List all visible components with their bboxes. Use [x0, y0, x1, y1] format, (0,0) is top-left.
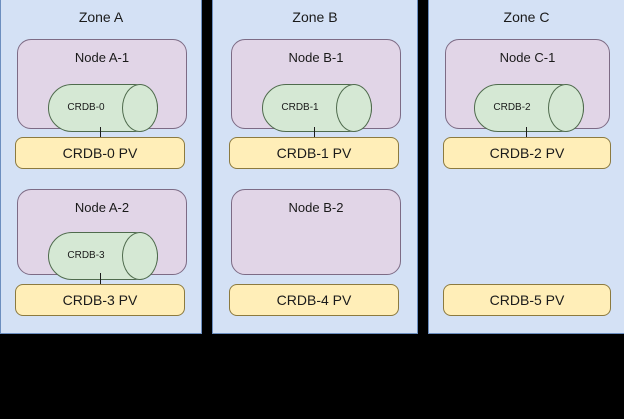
node-c-1-title: Node C-1 [499, 50, 556, 65]
node-b-2[interactable]: Node B-2 [231, 189, 401, 275]
node-a-2-title: Node A-2 [74, 200, 130, 215]
pv-crdb-0[interactable]: CRDB-0 PV [15, 137, 185, 169]
cylinder-cap-icon [548, 84, 584, 132]
pv-crdb-1[interactable]: CRDB-1 PV [229, 137, 399, 169]
connector-crdb-2 [526, 127, 527, 139]
node-a-1-title: Node A-1 [74, 50, 130, 65]
pv-crdb-2-label: CRDB-2 PV [489, 145, 565, 161]
node-c-1[interactable]: Node C-1 CRDB-2 [445, 39, 610, 132]
connector-crdb-3 [100, 273, 101, 285]
node-b-2-title: Node B-2 [288, 200, 344, 215]
zone-a: Zone A Node A-1 CRDB-0 CRDB-0 PV Node A-… [0, 0, 202, 334]
cylinder-cap-icon [122, 232, 158, 280]
pod-crdb-2[interactable]: CRDB-2 [474, 84, 584, 132]
zone-a-title: Zone A [78, 9, 124, 25]
zone-b: Zone B Node B-1 CRDB-1 CRDB-1 PV Node B-… [212, 0, 418, 334]
pod-crdb-2-label: CRDB-2 [493, 102, 531, 113]
zone-c-title: Zone C [503, 9, 550, 25]
pod-crdb-1[interactable]: CRDB-1 [262, 84, 372, 132]
connector-crdb-0 [100, 127, 101, 139]
pv-crdb-3[interactable]: CRDB-3 PV [15, 284, 185, 316]
node-a-2[interactable]: Node A-2 CRDB-3 [17, 189, 187, 280]
zone-b-title: Zone B [292, 9, 338, 25]
pv-crdb-4[interactable]: CRDB-4 PV [229, 284, 399, 316]
cylinder-cap-icon [122, 84, 158, 132]
pv-crdb-5-label: CRDB-5 PV [489, 292, 565, 308]
connector-crdb-1 [314, 127, 315, 139]
pv-crdb-2[interactable]: CRDB-2 PV [443, 137, 611, 169]
pod-crdb-1-label: CRDB-1 [281, 102, 319, 113]
pv-crdb-0-label: CRDB-0 PV [62, 145, 138, 161]
cylinder-cap-icon [336, 84, 372, 132]
pod-crdb-3-label: CRDB-3 [67, 250, 105, 261]
node-b-1-title: Node B-1 [288, 50, 344, 65]
pod-crdb-0[interactable]: CRDB-0 [48, 84, 158, 132]
node-a-1[interactable]: Node A-1 CRDB-0 [17, 39, 187, 132]
pod-crdb-0-label: CRDB-0 [67, 102, 105, 113]
pod-crdb-3[interactable]: CRDB-3 [48, 232, 158, 280]
pv-crdb-1-label: CRDB-1 PV [276, 145, 352, 161]
zone-c: Zone C Node C-1 CRDB-2 CRDB-2 PV CRDB-5 … [428, 0, 624, 334]
pv-crdb-3-label: CRDB-3 PV [62, 292, 138, 308]
pv-crdb-4-label: CRDB-4 PV [276, 292, 352, 308]
pv-crdb-5[interactable]: CRDB-5 PV [443, 284, 611, 316]
node-b-1[interactable]: Node B-1 CRDB-1 [231, 39, 401, 132]
